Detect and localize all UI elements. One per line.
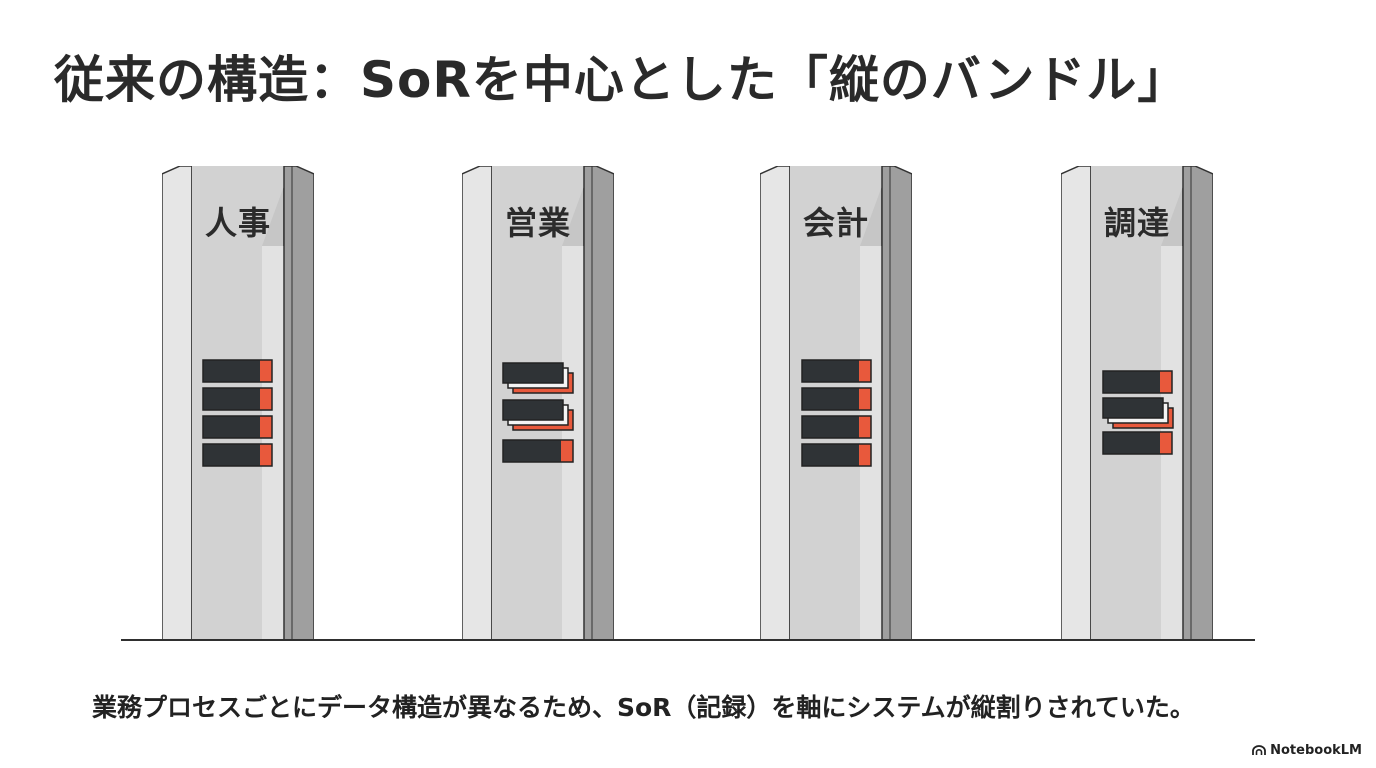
- pillar-label: 営業: [504, 204, 571, 242]
- data-stack-icon: [801, 359, 872, 467]
- brand-name: NotebookLM: [1270, 743, 1362, 758]
- data-stack-icon: [202, 359, 273, 467]
- pillar-hr: 人事: [162, 166, 314, 640]
- pillar-label: 会計: [802, 204, 869, 242]
- pillar-accounting: 会計: [760, 166, 912, 640]
- ground-line: [121, 639, 1255, 641]
- notebooklm-logo-icon: [1252, 745, 1267, 755]
- brand-watermark: NotebookLM: [1252, 743, 1362, 758]
- pillar-label: 人事: [204, 204, 271, 242]
- pillar-sales: 営業: [462, 166, 614, 640]
- data-stack-icon: [502, 362, 574, 463]
- page-title: 従来の構造：SoRを中心とした「縦のバンドル」: [54, 51, 1189, 109]
- caption-text: 業務プロセスごとにデータ構造が異なるため、SoR（記録）を軸にシステムが縦割りさ…: [92, 693, 1195, 722]
- data-stack-icon: [1102, 370, 1174, 455]
- pillar-label: 調達: [1103, 204, 1170, 242]
- pillar-procurement: 調達: [1061, 166, 1213, 640]
